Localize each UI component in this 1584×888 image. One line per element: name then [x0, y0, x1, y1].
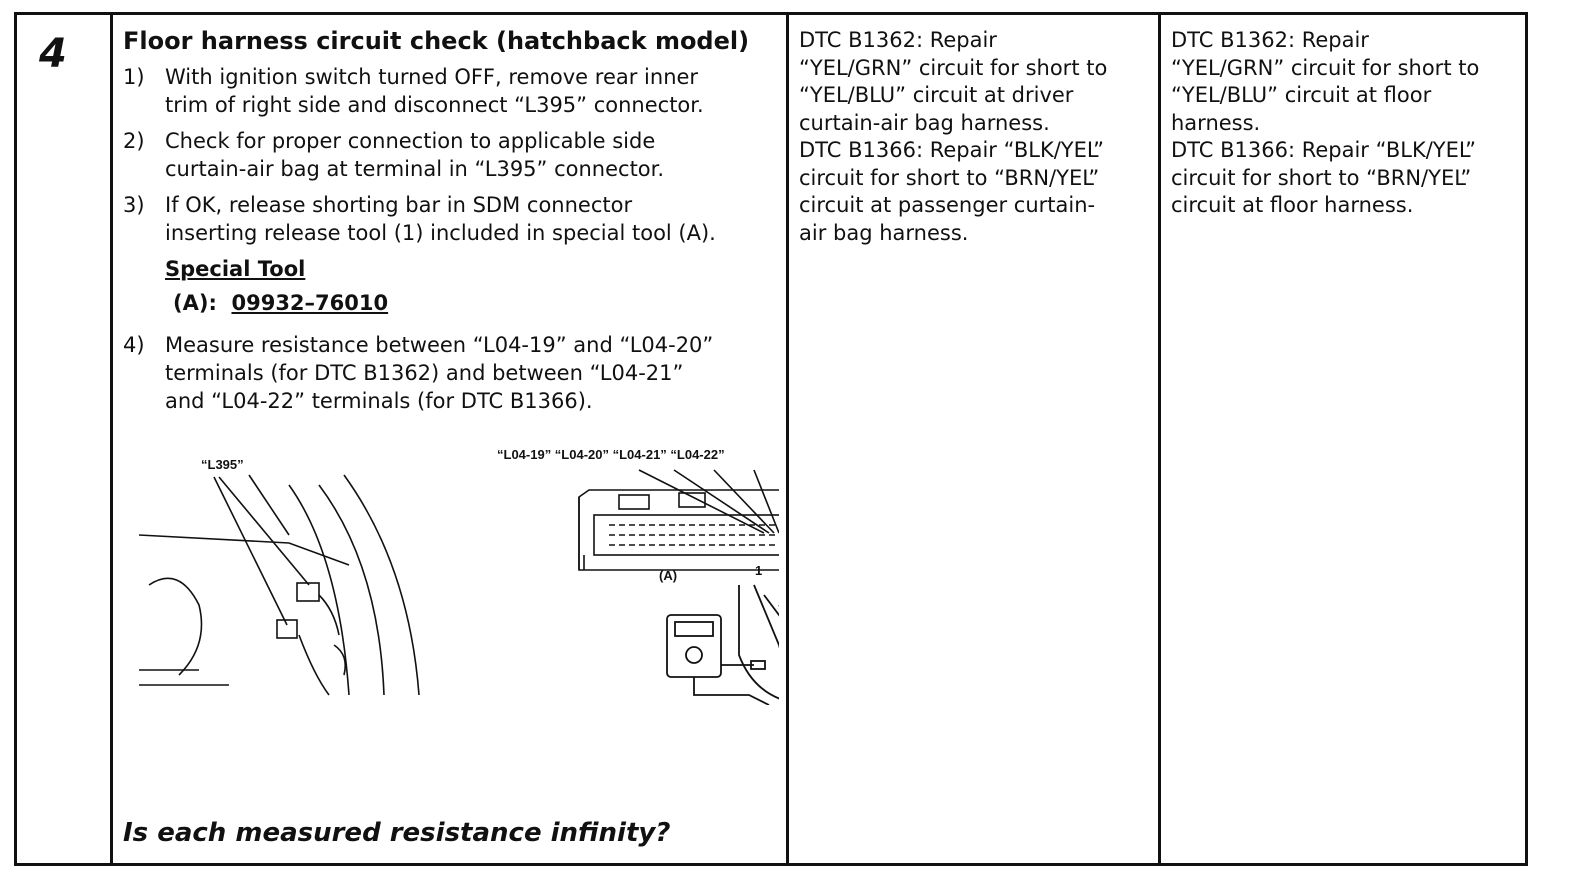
- diagnostic-table: 4 Floor harness circuit check (hatchback…: [14, 12, 1528, 866]
- step-text: If OK, release shorting bar in SDM conne…: [165, 193, 716, 245]
- list-item: 4) Measure resistance between “L04-19” a…: [123, 331, 783, 415]
- tool-prefix: (A):: [173, 291, 217, 315]
- yes-result-column: DTC B1362: Repair “YEL/GRN” circuit for …: [789, 15, 1161, 863]
- special-tool-code: (A): 09932–76010: [173, 289, 783, 317]
- step-question: Is each measured resistance infinity?: [123, 818, 671, 848]
- step-text: With ignition switch turned OFF, remove …: [165, 65, 704, 117]
- no-result-column: DTC B1362: Repair “YEL/GRN” circuit for …: [1161, 15, 1525, 863]
- step-index: 1): [123, 65, 145, 89]
- special-tool-heading: Special Tool: [165, 257, 306, 281]
- wiring-figure: “L395” “L04-19” “L04-20” “L04-21” “L04-2…: [139, 447, 779, 705]
- step-column: 4: [17, 15, 113, 863]
- sdm-connector-sketch: [578, 469, 779, 571]
- yes-result-text: DTC B1362: Repair “YEL/GRN” circuit for …: [799, 28, 1108, 245]
- step-text: Measure resistance between “L04-19” and …: [165, 333, 714, 413]
- step-title: Floor harness circuit check (hatchback m…: [123, 27, 750, 55]
- step-number: 4: [39, 31, 67, 77]
- ohmmeter-icon: [666, 584, 779, 705]
- figure-label-tool: (A): [659, 568, 677, 583]
- list-item: 2) Check for proper connection to applic…: [123, 127, 783, 183]
- step-list: 1) With ignition switch turned OFF, remo…: [123, 63, 783, 423]
- step-index: 3): [123, 193, 145, 217]
- tool-number: 09932–76010: [231, 291, 389, 315]
- list-item: 3) If OK, release shorting bar in SDM co…: [123, 191, 783, 247]
- action-column: Floor harness circuit check (hatchback m…: [113, 15, 789, 863]
- special-tool: Special Tool (A): 09932–76010: [165, 255, 783, 317]
- step-index: 4): [123, 333, 145, 357]
- step-text: Check for proper connection to applicabl…: [165, 129, 665, 181]
- list-item: 1) With ignition switch turned OFF, remo…: [123, 63, 783, 119]
- no-result-text: DTC B1362: Repair “YEL/GRN” circuit for …: [1171, 28, 1480, 217]
- figure-label-terminals: “L04-19” “L04-20” “L04-21” “L04-22”: [497, 447, 725, 462]
- trim-sketch: [139, 474, 420, 696]
- step-index: 2): [123, 129, 145, 153]
- figure-label-connector: “L395”: [201, 457, 244, 472]
